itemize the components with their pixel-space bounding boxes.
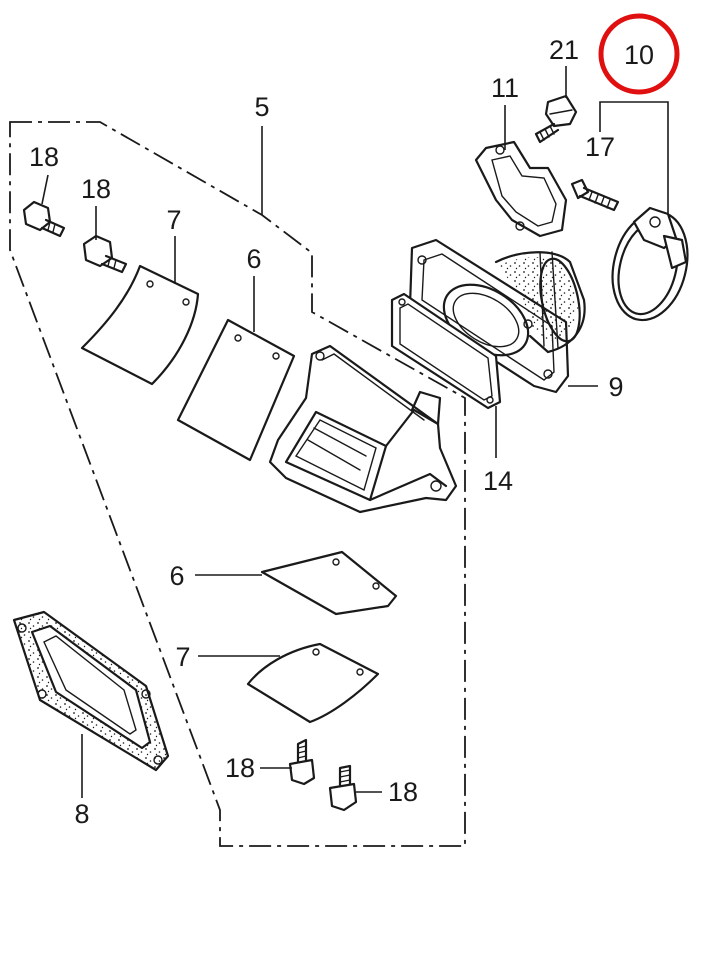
gasket-8	[12, 610, 170, 772]
leader-lines	[41, 66, 669, 798]
callout-7-top: 7	[166, 205, 181, 235]
callout-17: 17	[585, 132, 615, 162]
callout-18-c: 18	[225, 753, 255, 783]
screw-18-b	[82, 234, 128, 274]
screw-18-d	[328, 764, 358, 812]
highlight-circle	[598, 13, 680, 95]
callout-5: 5	[254, 92, 269, 122]
reed-stopper-7-bottom	[246, 642, 380, 724]
assembly-boundary-5	[9, 121, 466, 847]
callout-9: 9	[608, 372, 623, 402]
clamp-band-10	[611, 206, 689, 322]
callout-6-top: 6	[246, 244, 261, 274]
intake-boot-9	[408, 238, 586, 394]
gasket-14	[390, 292, 502, 410]
callout-11: 11	[491, 73, 519, 103]
screw-18-a	[22, 200, 66, 238]
callout-8: 8	[74, 799, 89, 829]
callout-18-b: 18	[81, 174, 111, 204]
reed-petal-6-top	[176, 318, 296, 462]
reed-block-5	[268, 344, 458, 514]
callout-10: 10	[624, 40, 654, 70]
callout-21: 21	[549, 35, 579, 65]
callout-18-a: 18	[29, 142, 59, 172]
callout-6-bottom: 6	[169, 561, 184, 591]
bolt-21	[534, 94, 578, 144]
reed-stopper-7-top	[80, 264, 200, 386]
reed-petal-6-bottom	[260, 550, 398, 616]
screw-17	[570, 178, 620, 212]
callout-14: 14	[483, 466, 513, 496]
callout-7-bottom: 7	[175, 642, 190, 672]
callout-18-d: 18	[388, 777, 418, 807]
bracket-11	[474, 140, 568, 238]
screw-18-c	[288, 738, 316, 786]
